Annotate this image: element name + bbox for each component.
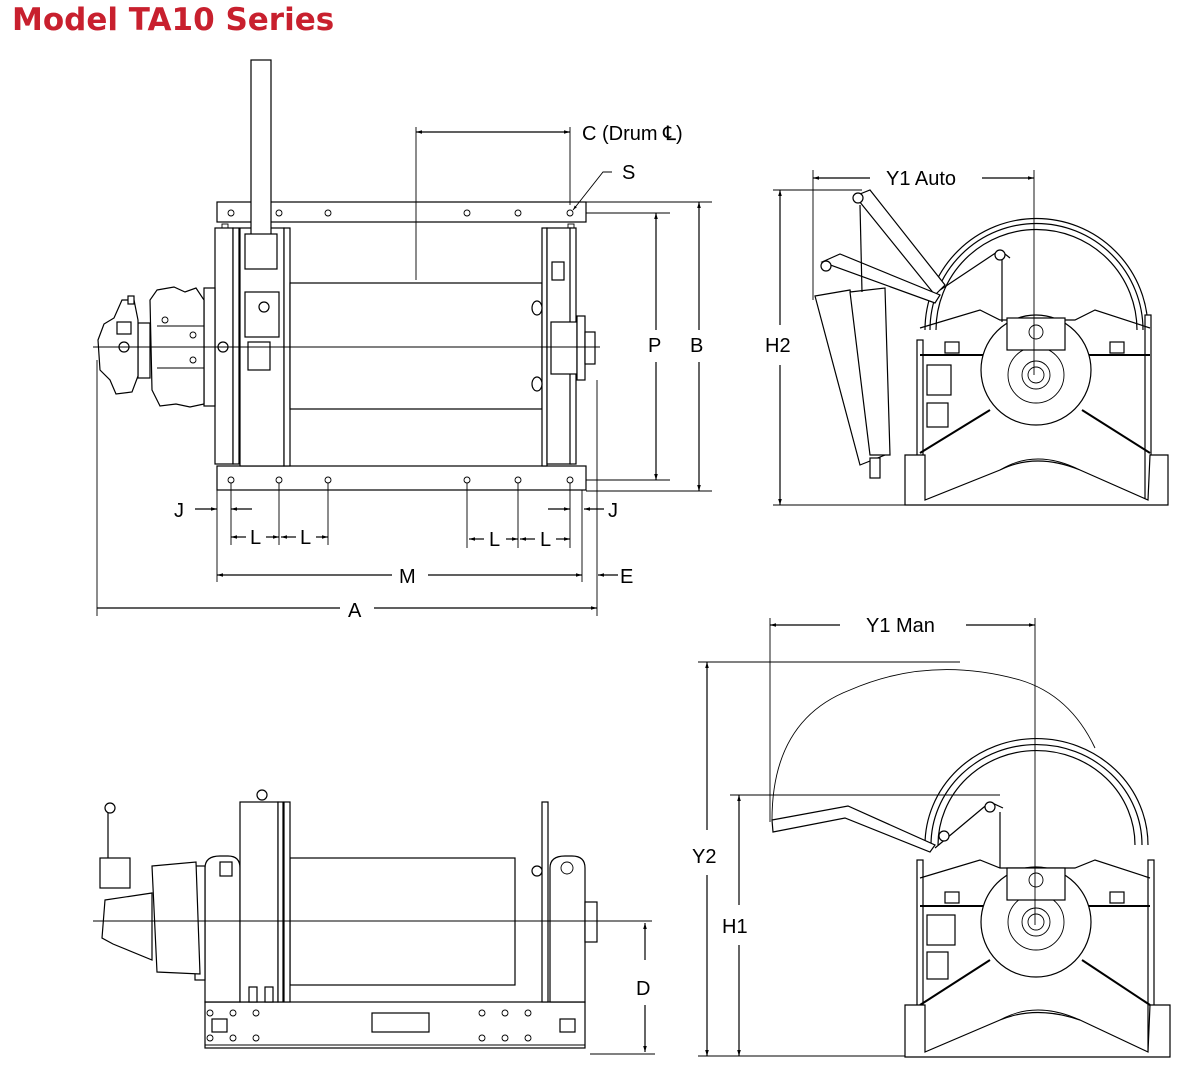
- dim-label-l-3: L: [489, 529, 500, 551]
- manual-lever: [771, 805, 936, 853]
- dim-label-l-4: L: [540, 529, 551, 551]
- dim-label-y1-auto: Y1 Auto: [886, 168, 956, 190]
- dim-label-a: A: [348, 600, 362, 622]
- dim-label-l-2: L: [300, 527, 311, 549]
- front-drum: [289, 857, 516, 986]
- dim-label-d: D: [636, 978, 650, 1000]
- dim-label-h2: H2: [765, 335, 791, 357]
- dim-label-s: S: [622, 162, 635, 184]
- top-rail: [216, 201, 587, 223]
- drum: [289, 282, 543, 410]
- dim-label-e: E: [620, 566, 633, 588]
- top-view: C (Drum ℄) S P B J: [93, 59, 712, 622]
- dim-label-l-1: L: [250, 527, 261, 549]
- dim-label-c: C (Drum ℄): [582, 123, 683, 145]
- brake-lever: [250, 59, 272, 241]
- front-air-motor: [99, 802, 206, 981]
- dim-label-p: P: [648, 335, 661, 357]
- page-title: Model TA10 Series: [12, 2, 335, 38]
- dim-label-h1: H1: [722, 916, 748, 938]
- dim-label-y2: Y2: [692, 846, 716, 868]
- side-view-manual: Y1 Man Y2 H1: [692, 615, 1171, 1058]
- bottom-rail: [216, 465, 587, 491]
- dim-label-j-right: J: [608, 500, 618, 522]
- dim-label-y1-man: Y1 Man: [866, 615, 935, 637]
- top-rail-holes: [227, 209, 574, 217]
- side-view-auto: Y1 Auto H2: [765, 168, 1169, 506]
- dim-label-b: B: [690, 335, 703, 357]
- dim-label-m: M: [399, 566, 416, 588]
- dim-label-j-left: J: [174, 500, 184, 522]
- front-view: D: [93, 789, 655, 1055]
